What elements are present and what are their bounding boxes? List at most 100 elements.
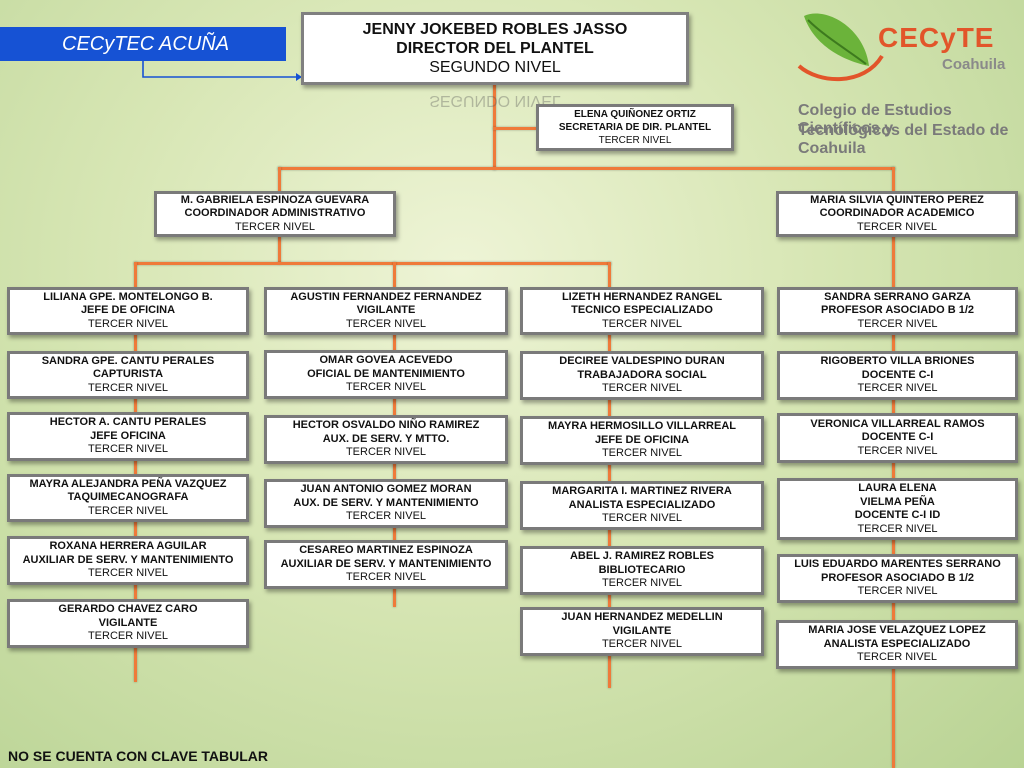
- staff-level: TERCER NIVEL: [87, 381, 169, 394]
- coord-admin-role: COORDINADOR ADMINISTRATIVO: [184, 207, 366, 220]
- staff-name: JUAN HERNANDEZ MEDELLIN: [561, 611, 723, 624]
- staff-level: TERCER NIVEL: [87, 317, 169, 330]
- staff-name: DECIREE VALDESPINO DURAN: [559, 355, 725, 368]
- staff-level: TERCER NIVEL: [857, 317, 938, 330]
- staff-box: RIGOBERTO VILLA BRIONES DOCENTE C-I TERC…: [777, 351, 1018, 400]
- staff-box: SANDRA SERRANO GARZA PROFESOR ASOCIADO B…: [777, 287, 1018, 335]
- staff-box: MAYRA HERMOSILLO VILLARREAL JEFE DE OFIC…: [520, 416, 764, 465]
- staff-level: TERCER NIVEL: [601, 512, 683, 525]
- staff-name: LAURA ELENA: [858, 482, 937, 494]
- staff-name: MAYRA ALEJANDRA PEÑA VAZQUEZ: [29, 477, 227, 490]
- staff-role: ANALISTA ESPECIALIZADO: [568, 498, 716, 511]
- staff-role: TRABAJADORA SOCIAL: [577, 368, 707, 381]
- staff-box: LIZETH HERNANDEZ RANGEL TECNICO ESPECIAL…: [520, 287, 764, 335]
- coord-admin-name: M. GABRIELA ESPINOZA GUEVARA: [180, 193, 370, 206]
- secretary-level: TERCER NIVEL: [598, 135, 672, 146]
- staff-role: DOCENTE C-I: [861, 431, 934, 444]
- staff-role: VIGILANTE: [98, 616, 158, 629]
- staff-level: TERCER NIVEL: [857, 444, 938, 457]
- staff-role: AUXILIAR DE SERV. Y MANTENIMIENTO: [280, 557, 492, 570]
- staff-level: TERCER NIVEL: [345, 381, 427, 394]
- staff-role: AUX. DE SERV. Y MANTENIMIENTO: [293, 496, 479, 509]
- director-level: SEGUNDO NIVEL: [429, 59, 561, 76]
- staff-box: OMAR GOVEA ACEVEDO OFICIAL DE MANTENIMIE…: [264, 350, 508, 399]
- staff-box: JUAN ANTONIO GOMEZ MORAN AUX. DE SERV. Y…: [264, 479, 508, 528]
- staff-level: TERCER NIVEL: [345, 510, 427, 523]
- staff-box: ROXANA HERRERA AGUILAR AUXILIAR DE SERV.…: [7, 536, 249, 585]
- connector: [493, 127, 537, 130]
- staff-role: ANALISTA ESPECIALIZADO: [823, 637, 971, 650]
- campus-banner: CECyTEC ACUÑA: [0, 27, 286, 61]
- staff-name-cont: VIELMA PEÑA: [860, 495, 935, 508]
- connector: [278, 236, 281, 264]
- staff-level: TERCER NIVEL: [857, 585, 938, 598]
- staff-name: MARGARITA I. MARTINEZ RIVERA: [552, 485, 732, 498]
- staff-box: GERARDO CHAVEZ CARO VIGILANTE TERCER NIV…: [7, 599, 249, 648]
- staff-level: TERCER NIVEL: [345, 571, 427, 584]
- staff-role: CAPTURISTA: [92, 368, 164, 381]
- staff-role: PROFESOR ASOCIADO B 1/2: [820, 571, 974, 584]
- staff-name: LIZETH HERNANDEZ RANGEL: [561, 290, 723, 303]
- logo-sub: Coahuila: [942, 56, 1006, 73]
- staff-level: TERCER NIVEL: [601, 638, 683, 651]
- staff-box: CESAREO MARTINEZ ESPINOZA AUXILIAR DE SE…: [264, 540, 508, 589]
- staff-box: AGUSTIN FERNANDEZ FERNANDEZ VIGILANTE TE…: [264, 287, 508, 335]
- cecyte-leaf-icon: [797, 13, 884, 82]
- staff-name: HECTOR A. CANTU PERALES: [49, 416, 207, 429]
- staff-level: TERCER NIVEL: [856, 651, 938, 664]
- staff-name: ROXANA HERRERA AGUILAR: [49, 540, 207, 553]
- staff-level: TERCER NIVEL: [601, 317, 683, 330]
- coord-acad-level: TERCER NIVEL: [856, 220, 938, 233]
- staff-name: AGUSTIN FERNANDEZ FERNANDEZ: [290, 290, 482, 303]
- staff-name: OMAR GOVEA ACEVEDO: [319, 354, 453, 367]
- staff-role: JEFE DE OFICINA: [80, 304, 176, 317]
- connector: [892, 167, 895, 768]
- staff-level: TERCER NIVEL: [601, 577, 683, 590]
- coord-acad-name: MARIA SILVIA QUINTERO PEREZ: [810, 193, 984, 206]
- logo-line2: Tecnológicos del Estado de Coahuila: [798, 122, 1009, 157]
- staff-box: LILIANA GPE. MONTELONGO B. JEFE DE OFICI…: [7, 287, 249, 335]
- staff-box: ABEL J. RAMIREZ ROBLES BIBLIOTECARIO TER…: [520, 546, 764, 595]
- staff-box: SANDRA GPE. CANTU PERALES CAPTURISTA TER…: [7, 351, 249, 399]
- staff-role: VIGILANTE: [612, 624, 672, 637]
- staff-role: AUX. DE SERV. Y MTTO.: [322, 432, 450, 445]
- staff-box: HECTOR OSVALDO NIÑO RAMIREZ AUX. DE SERV…: [264, 415, 508, 464]
- director-name: JENNY JOKEBED ROBLES JASSO: [362, 21, 628, 38]
- staff-box: MARGARITA I. MARTINEZ RIVERA ANALISTA ES…: [520, 481, 764, 530]
- staff-role: TECNICO ESPECIALIZADO: [571, 304, 713, 317]
- coord-acad-role: COORDINADOR ACADEMICO: [819, 207, 975, 220]
- connector: [134, 262, 137, 682]
- staff-role: OFICIAL DE MANTENIMIENTO: [307, 367, 465, 380]
- staff-level: TERCER NIVEL: [87, 443, 169, 456]
- staff-role: VIGILANTE: [356, 304, 416, 317]
- logo-line1: Colegio de Estudios Científicos y: [798, 102, 952, 137]
- staff-level: TERCER NIVEL: [345, 317, 427, 330]
- staff-role: JEFE OFICINA: [90, 429, 166, 442]
- secretary-name: ELENA QUIÑONEZ ORTIZ: [574, 109, 696, 120]
- staff-level: TERCER NIVEL: [857, 522, 938, 535]
- logo-name: CECyTE: [878, 22, 995, 53]
- staff-name: MAYRA HERMOSILLO VILLARREAL: [547, 420, 737, 433]
- staff-role: JEFE DE OFICINA: [594, 433, 690, 446]
- director-role: DIRECTOR DEL PLANTEL: [396, 40, 594, 57]
- staff-name: SANDRA SERRANO GARZA: [824, 290, 971, 303]
- coord-admin-box: M. GABRIELA ESPINOZA GUEVARA COORDINADOR…: [154, 191, 396, 237]
- staff-box: LAURA ELENA VIELMA PEÑA DOCENTE C-I ID T…: [777, 478, 1018, 540]
- staff-box: HECTOR A. CANTU PERALES JEFE OFICINA TER…: [7, 412, 249, 461]
- secretary-role: SECRETARIA DE DIR. PLANTEL: [558, 122, 712, 133]
- staff-role: PROFESOR ASOCIADO B 1/2: [820, 304, 974, 317]
- staff-level: TERCER NIVEL: [87, 504, 169, 517]
- staff-role: DOCENTE C-I: [861, 368, 934, 381]
- staff-level: TERCER NIVEL: [87, 630, 169, 643]
- cecyte-logo: CECyTE Coahuila Colegio de Estudios Cien…: [790, 4, 1020, 157]
- connector: [278, 167, 895, 170]
- staff-name: SANDRA GPE. CANTU PERALES: [41, 354, 215, 367]
- staff-name: GERARDO CHAVEZ CARO: [58, 603, 198, 616]
- staff-role: BIBLIOTECARIO: [598, 563, 686, 576]
- staff-level: TERCER NIVEL: [87, 567, 169, 580]
- connector: [608, 262, 611, 688]
- secretary-box: ELENA QUIÑONEZ ORTIZ SECRETARIA DE DIR. …: [536, 104, 734, 151]
- staff-box: LUIS EDUARDO MARENTES SERRANO PROFESOR A…: [777, 554, 1018, 603]
- staff-name: HECTOR OSVALDO NIÑO RAMIREZ: [292, 419, 480, 432]
- staff-name: CESAREO MARTINEZ ESPINOZA: [299, 544, 473, 557]
